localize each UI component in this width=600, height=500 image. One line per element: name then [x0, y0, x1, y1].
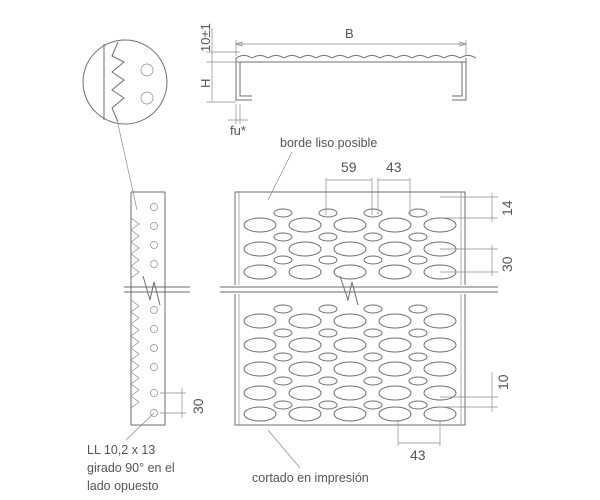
- dim-10: 10: [495, 374, 511, 390]
- oval-hole: [423, 406, 457, 422]
- oval-hole: [363, 208, 383, 218]
- oval-hole: [333, 241, 367, 257]
- oval-hole: [273, 255, 293, 265]
- oval-hole: [318, 232, 338, 242]
- dim-43-top: 43: [386, 159, 402, 175]
- oval-hole: [333, 313, 367, 329]
- oval-hole: [378, 241, 412, 257]
- dim-tolerance: 10±1: [198, 23, 213, 52]
- oval-hole: [363, 352, 383, 362]
- oval-hole: [333, 406, 367, 422]
- oval-hole: [408, 304, 428, 314]
- dim-fu: fu*: [230, 123, 246, 138]
- side-view: 30: [124, 191, 206, 441]
- borde-liso-label: borde liso posible: [280, 136, 378, 150]
- oval-hole: [318, 376, 338, 386]
- ll-note-line3: lado opuesto: [87, 479, 159, 493]
- dim-30-left: 30: [190, 398, 206, 414]
- dim-43-bottom: 43: [410, 447, 426, 463]
- oval-hole: [408, 328, 428, 338]
- oval-hole: [273, 304, 293, 314]
- oval-hole: [318, 208, 338, 218]
- oval-hole: [318, 352, 338, 362]
- oval-hole: [378, 337, 412, 353]
- hole-pattern: [243, 208, 457, 422]
- cortado-label: cortado en impresión: [252, 471, 369, 485]
- oval-hole: [333, 361, 367, 377]
- dim-30-right: 30: [499, 256, 515, 272]
- oval-hole: [318, 304, 338, 314]
- oval-hole: [288, 385, 322, 401]
- oval-hole: [378, 313, 412, 329]
- oval-hole: [288, 313, 322, 329]
- oval-hole: [423, 361, 457, 377]
- oval-hole: [363, 304, 383, 314]
- oval-hole: [243, 217, 277, 233]
- oval-hole: [273, 352, 293, 362]
- oval-hole: [243, 361, 277, 377]
- dim-B: B: [345, 26, 354, 41]
- oval-hole: [378, 385, 412, 401]
- oval-hole: [363, 376, 383, 386]
- oval-hole: [378, 406, 412, 422]
- oval-hole: [423, 313, 457, 329]
- oval-hole: [363, 232, 383, 242]
- oval-hole: [288, 264, 322, 280]
- oval-hole: [378, 217, 412, 233]
- oval-hole: [273, 400, 293, 410]
- oval-hole: [243, 406, 277, 422]
- oval-hole: [423, 337, 457, 353]
- oval-hole: [288, 337, 322, 353]
- section-profile: B 10±1 H fu*: [198, 23, 477, 138]
- oval-hole: [273, 232, 293, 242]
- plan-view: 59 43 14 30 10 43: [220, 151, 515, 469]
- oval-hole: [378, 361, 412, 377]
- oval-hole: [288, 361, 322, 377]
- oval-hole: [408, 376, 428, 386]
- oval-hole: [423, 217, 457, 233]
- dim-59: 59: [341, 159, 357, 175]
- oval-hole: [408, 352, 428, 362]
- detail-circle: [82, 39, 168, 211]
- oval-hole: [333, 385, 367, 401]
- oval-hole: [288, 241, 322, 257]
- oval-hole: [408, 400, 428, 410]
- oval-hole: [273, 376, 293, 386]
- ll-note-line1: LL 10,2 x 13: [87, 443, 156, 457]
- ll-note-line2: girado 90° en el: [87, 461, 175, 475]
- oval-hole: [363, 328, 383, 338]
- oval-hole: [243, 337, 277, 353]
- oval-hole: [243, 385, 277, 401]
- oval-hole: [333, 264, 367, 280]
- oval-hole: [333, 217, 367, 233]
- oval-hole: [378, 264, 412, 280]
- oval-hole: [333, 337, 367, 353]
- oval-hole: [408, 232, 428, 242]
- oval-hole: [243, 241, 277, 257]
- oval-hole: [318, 255, 338, 265]
- oval-hole: [243, 313, 277, 329]
- oval-hole: [288, 406, 322, 422]
- oval-hole: [318, 400, 338, 410]
- oval-hole: [318, 328, 338, 338]
- oval-hole: [288, 217, 322, 233]
- dim-14: 14: [499, 200, 515, 216]
- dim-H: H: [198, 79, 213, 88]
- oval-hole: [243, 264, 277, 280]
- oval-hole: [408, 255, 428, 265]
- oval-hole: [273, 208, 293, 218]
- oval-hole: [408, 208, 428, 218]
- oval-hole: [363, 255, 383, 265]
- oval-hole: [273, 328, 293, 338]
- oval-hole: [363, 400, 383, 410]
- oval-hole: [423, 385, 457, 401]
